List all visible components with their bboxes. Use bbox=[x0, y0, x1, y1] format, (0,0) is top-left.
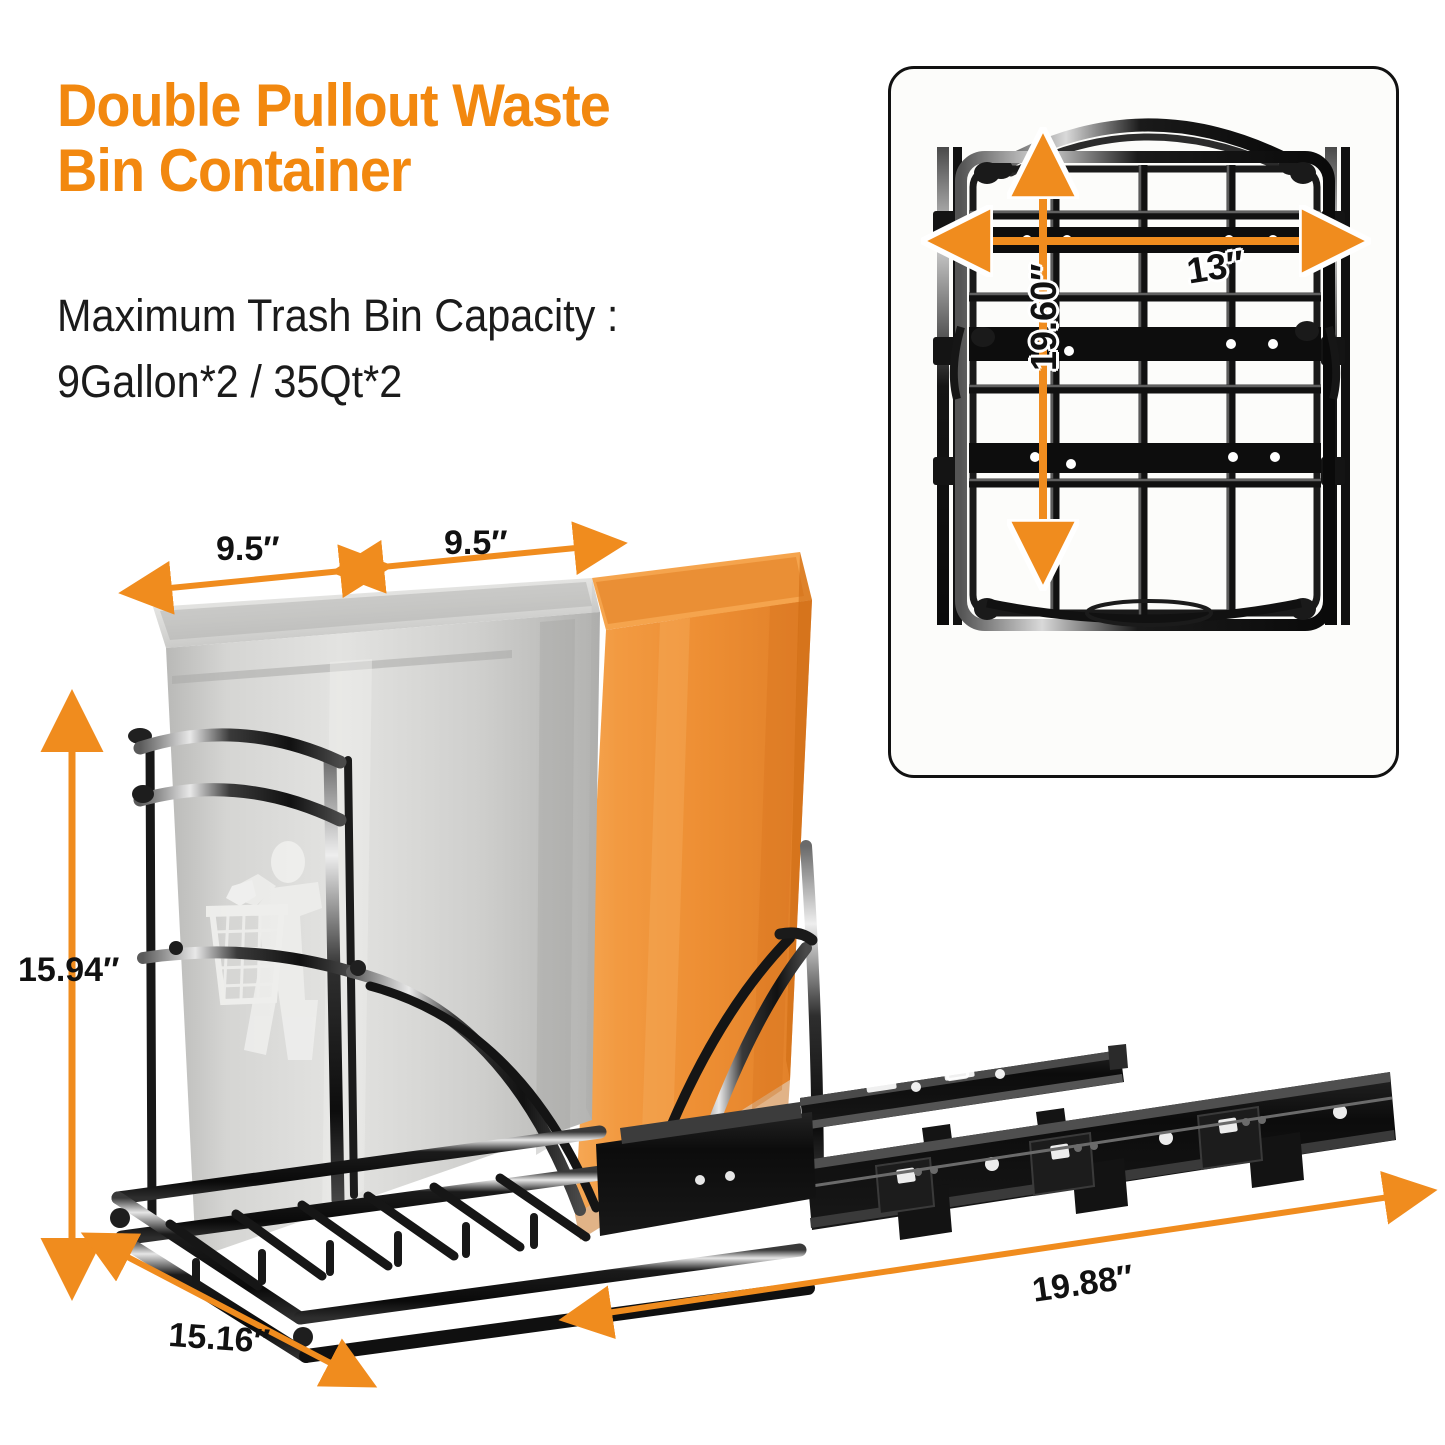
wire-frame-front-rails bbox=[127, 728, 601, 1237]
dim-label-height: 15.94″ bbox=[18, 951, 120, 989]
capacity-subtitle-line-2: 9Gallon*2 / 35Qt*2 bbox=[57, 355, 403, 407]
dimension-arrows bbox=[40, 521, 1438, 1388]
page-title-line-2: Bin Container bbox=[57, 136, 412, 204]
arrow-depth bbox=[80, 1232, 378, 1388]
page-title-line-1: Double Pullout Waste bbox=[57, 72, 611, 139]
white-waste-bin bbox=[153, 578, 600, 1258]
page-title: Double Pullout Waste Bin Container bbox=[57, 72, 792, 204]
dim-label-depth: 15.16″ bbox=[167, 1316, 272, 1361]
arrow-length bbox=[558, 1171, 1438, 1339]
capacity-subtitle-line-1: Maximum Trash Bin Capacity : bbox=[57, 290, 619, 341]
inset-dim-label-height: 19.60″ bbox=[1023, 263, 1064, 371]
dim-label-bin-width-left: 9.5″ bbox=[216, 530, 280, 568]
capacity-subtitle: Maximum Trash Bin Capacity : 9Gallon*2 /… bbox=[57, 283, 756, 414]
folded-frame-diagram bbox=[891, 118, 1396, 631]
dim-label-bin-width-right: 9.5″ bbox=[444, 524, 508, 562]
folded-frame-inset-panel: 13″ 19.60″ bbox=[888, 66, 1399, 778]
inset-dim-label-width: 13″ bbox=[1184, 242, 1248, 292]
arrow-bin-width-left bbox=[118, 544, 394, 615]
arrow-bin-width-right bbox=[330, 521, 628, 594]
